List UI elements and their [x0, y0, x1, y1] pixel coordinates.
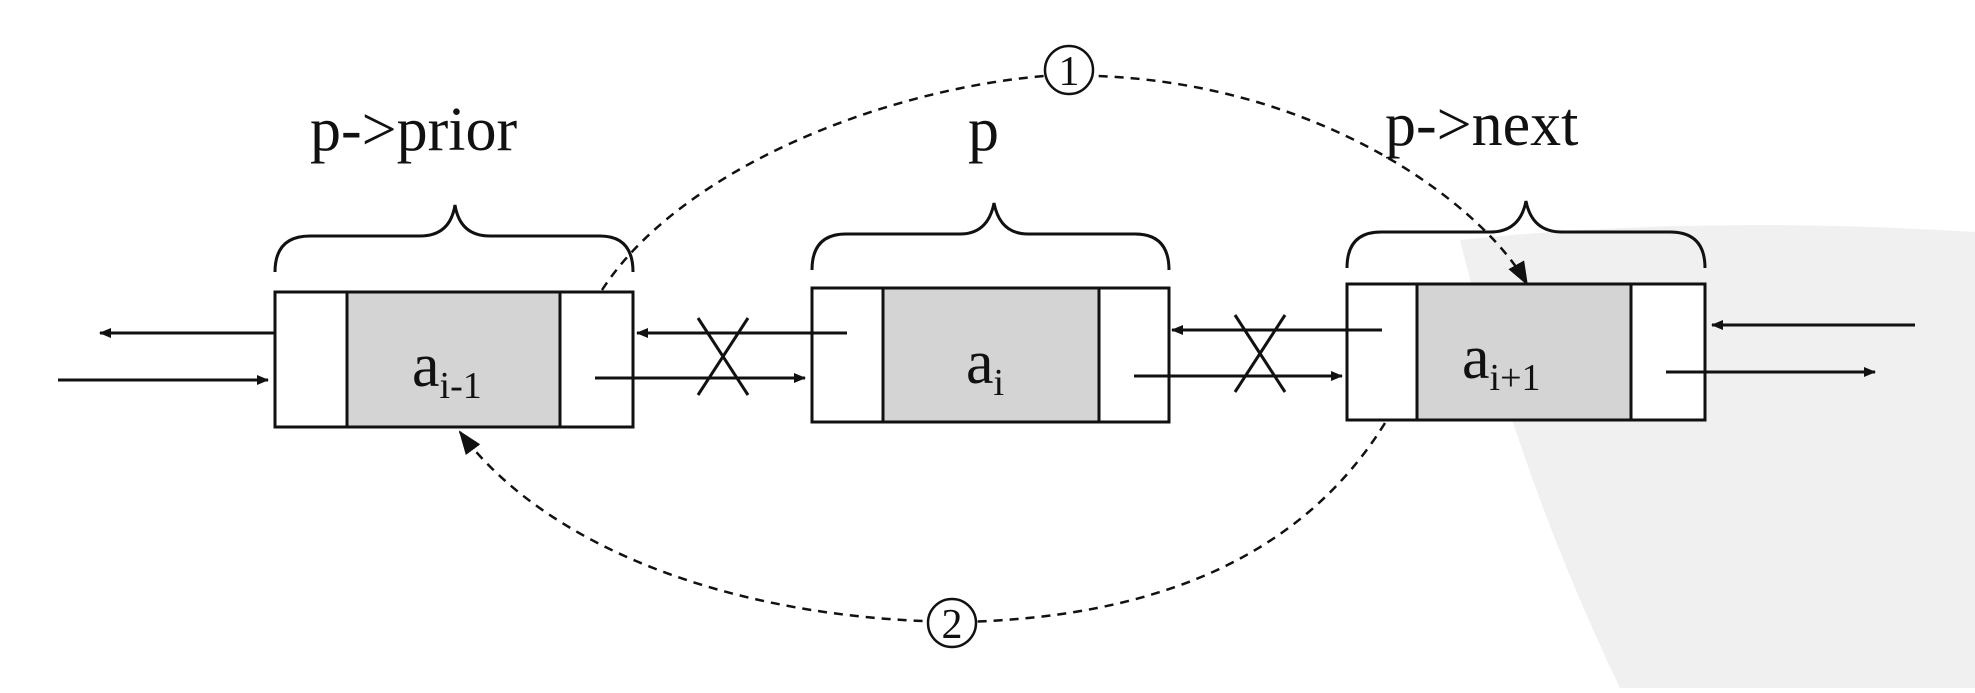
- label-p-prior: p->prior: [310, 96, 517, 164]
- node-prior-value: ai-1: [412, 332, 482, 407]
- brace-next: [1345, 200, 1707, 269]
- label-p: p: [968, 96, 999, 164]
- node-current-data-cell: [881, 286, 1101, 424]
- node-prior: ai-1: [273, 290, 635, 429]
- step-2-label: 2: [942, 602, 963, 648]
- node-next-value: ai+1: [1462, 324, 1541, 399]
- cross-mark-left: [696, 317, 750, 396]
- cross-mark-right: [1233, 314, 1287, 393]
- dashed-arc-step-1: [600, 74, 1529, 291]
- brace-current: [810, 202, 1171, 271]
- label-p-next: p->next: [1385, 91, 1578, 159]
- step-1-label: 1: [1059, 49, 1080, 95]
- step-1-marker: 1: [1043, 44, 1095, 96]
- dashed-arc-step-2: [458, 422, 1387, 624]
- brace-prior: [273, 204, 635, 273]
- node-prior-data-cell: [345, 290, 562, 429]
- node-next-data-cell: [1415, 282, 1633, 422]
- node-current-value: ai: [966, 329, 1004, 404]
- step-2-marker: 2: [926, 597, 978, 649]
- node-current: ai: [810, 286, 1171, 424]
- node-next: ai+1: [1345, 282, 1707, 422]
